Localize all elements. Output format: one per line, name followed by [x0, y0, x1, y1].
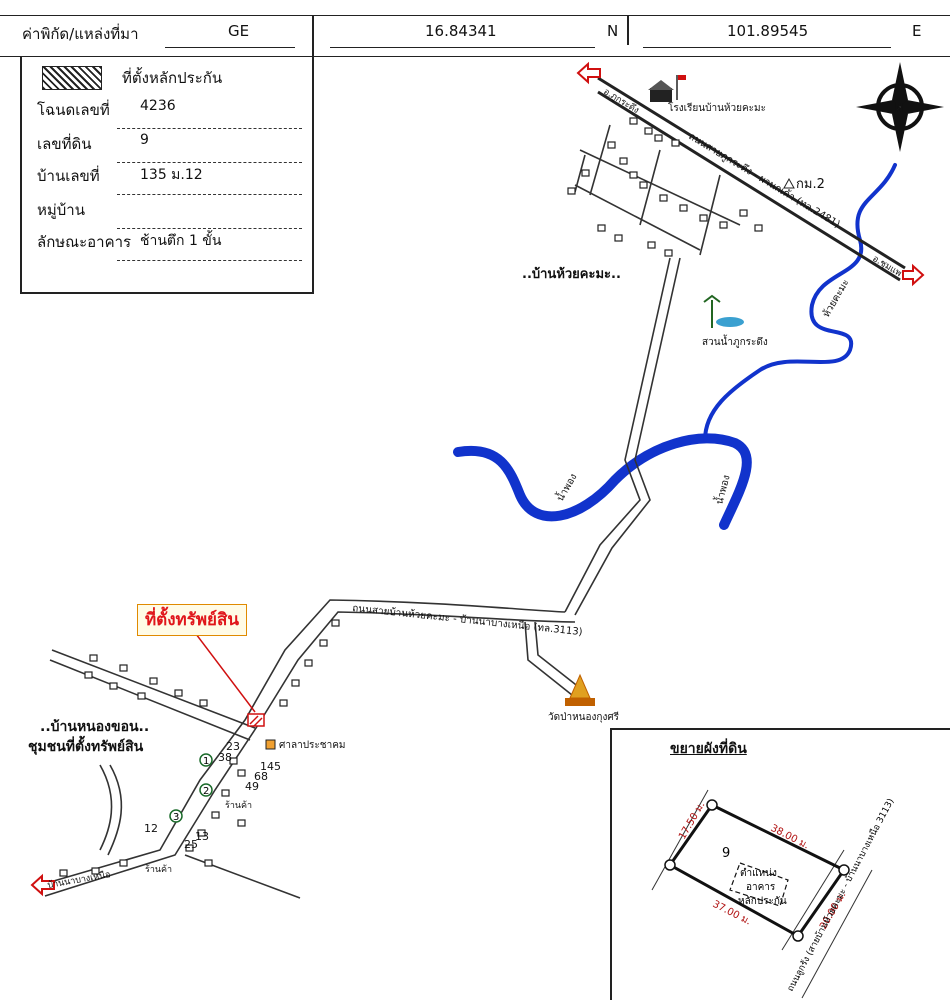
header-top-rule [0, 15, 950, 16]
house-number: 145 [260, 760, 281, 773]
dashed-rule [117, 162, 302, 163]
parcel-inset: ขยายผังที่ดิน 9 38.00 ม. 17.50 ม. 20.00 … [610, 728, 950, 1000]
community-note-label: ชุมชนที่ตั้งทรัพย์สิน [28, 739, 144, 755]
houses [59, 117, 763, 877]
to-nabang-label: บ้านนาบางเหนือ [47, 869, 112, 891]
sala-marker [265, 739, 276, 750]
branch-roads [49, 621, 581, 899]
shop-label-2: ร้านค้า [145, 864, 172, 875]
info-label: หมู่บ้าน [37, 201, 85, 219]
school-label: โรงเรียนบ้านห้วยคะมะ [668, 101, 766, 114]
temple-label: วัดป่าหนองกุงศรี [548, 711, 620, 723]
hatch-swatch-icon [42, 66, 102, 90]
dashed-rule [117, 260, 302, 261]
asset-location-callout: ที่ตั้งทรัพย์สิน [137, 604, 247, 636]
circled-number: 1 [203, 756, 209, 767]
latitude-underline [330, 47, 595, 48]
stream-huai-khama [703, 163, 897, 442]
dashed-rule [117, 194, 302, 195]
house-number: 25 [184, 838, 198, 851]
header-bottom-rule [0, 56, 950, 57]
dashed-rule [117, 128, 302, 129]
info-label: ลักษณะอาคาร [37, 233, 132, 251]
km-marker-label: กม.2 [796, 177, 825, 192]
longitude-unit: E [912, 22, 922, 40]
building-label-line: อาคาร [746, 882, 776, 893]
longitude-value: 101.89545 [727, 22, 809, 40]
road-3113 [39, 599, 576, 897]
shop-label-1: ร้านค้า [225, 800, 252, 811]
source-value: GE [228, 22, 250, 40]
dashed-rule [117, 228, 302, 229]
road-secondary-label: ถนนสายบ้านห้วยคะมะ - บ้านนาบางเหนือ (ทล.… [352, 602, 584, 638]
village-north-label: ..บ้านห้วยคะมะ.. [522, 266, 621, 282]
house-number: 13 [195, 830, 209, 843]
compass-north-label: N [894, 101, 904, 115]
circled-number: 3 [173, 812, 179, 823]
house-number: 23 [226, 740, 240, 753]
latitude-value: 16.84341 [425, 22, 497, 40]
school-icon [648, 75, 686, 102]
park-icon [703, 294, 744, 328]
header-divider [627, 15, 629, 45]
river-label-2: น้ำพอง [711, 473, 732, 506]
connector-road [564, 257, 681, 616]
circled-number: 2 [203, 786, 209, 797]
highway-2481 [597, 76, 906, 282]
info-value: ช้านตึก 1 ขั้น [140, 233, 222, 249]
info-value: 4236 [140, 98, 176, 114]
longitude-underline [643, 47, 891, 48]
info-value: 9 [140, 132, 149, 148]
compass-rose [856, 62, 944, 152]
house-number: 49 [245, 780, 259, 793]
house-number: 68 [254, 770, 268, 783]
house-number: 12 [144, 822, 158, 835]
building-label-line: หลักประกัน [738, 896, 787, 907]
info-row-land-number: เลขที่ดิน 9 [22, 132, 312, 163]
parcel-drawing: 9 38.00 ม. 17.50 ม. 20.00 ม. 37.00 ม. ตำ… [651, 789, 897, 999]
km-marker-icon [783, 177, 795, 189]
info-label: เลขที่ดิน [37, 135, 92, 153]
asset-marker [195, 633, 265, 727]
parcel-number: 9 [722, 846, 730, 861]
village-roads-north [574, 124, 741, 256]
info-value: 135 ม.12 [140, 167, 203, 183]
river-nam-phong [453, 433, 752, 530]
coordinate-source-label: ค่าพิกัด/แหล่งที่มา [22, 25, 139, 43]
inset-road-label: ถนนลูกรัง (สายบ้านห้วยคะมะ - บ้านนาบางเห… [785, 797, 897, 994]
building-label-line: ตำแหน่ง [740, 868, 777, 879]
info-row-house-number: บ้านเลขที่ 135 ม.12 [22, 164, 312, 195]
temple-icon [565, 673, 595, 706]
direction-arrows [30, 61, 925, 897]
header-divider [312, 15, 314, 56]
info-row-village: หมู่บ้าน [22, 198, 312, 229]
latitude-unit: N [607, 22, 619, 40]
park-label: สวนน้ำภูกระดึง [702, 334, 768, 348]
source-underline [165, 47, 295, 48]
coordinate-header: ค่าพิกัด/แหล่งที่มา GE 16.84341 N 101.89… [0, 0, 950, 60]
info-label: บ้านเลขที่ [37, 167, 100, 185]
circled-markers: 1 2 3 [169, 753, 213, 823]
info-row-building-type: ลักษณะอาคาร ช้านตึก 1 ขั้น [22, 230, 312, 261]
sala-label: ศาลาประชาคม [279, 740, 345, 751]
info-row-deed: โฉนดเลขที่ 4236 [22, 98, 312, 129]
river-label-1: น้ำพอง [552, 470, 579, 503]
info-label: โฉนดเลขที่ [37, 101, 110, 119]
property-info-box: ที่ตั้งหลักประกัน โฉนดเลขที่ 4236 เลขที่… [20, 56, 314, 294]
legend-symbol-label: ที่ตั้งหลักประกัน [122, 69, 223, 87]
house-number: 38 [218, 751, 232, 764]
inset-title: ขยายผังที่ดิน [670, 741, 747, 757]
village-south-label: ..บ้านหนองขอน.. [40, 719, 150, 735]
